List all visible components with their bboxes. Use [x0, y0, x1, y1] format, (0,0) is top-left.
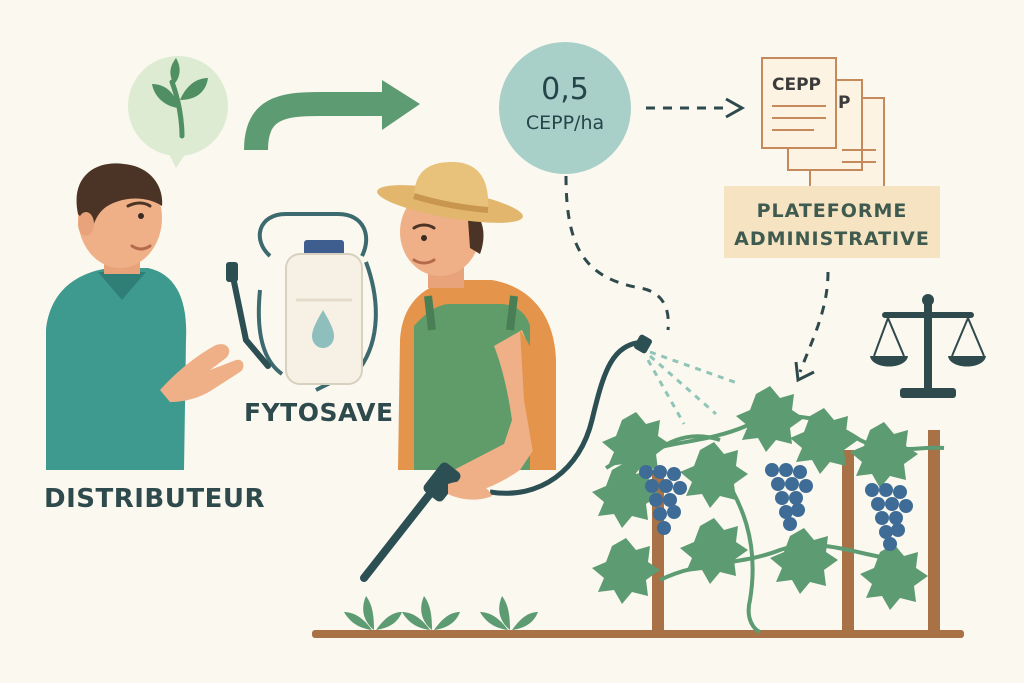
- seedlings: [344, 596, 538, 630]
- grapevine-icon: [592, 386, 945, 634]
- arrowhead: [725, 97, 746, 119]
- sprayer-tank-icon: [226, 212, 378, 392]
- curved-arrow-icon: [244, 80, 420, 151]
- distributor-label: DISTRIBUTEUR: [44, 484, 265, 514]
- grape-cluster: [865, 483, 913, 551]
- rate-circle: [499, 42, 631, 174]
- farmer-person: [377, 162, 556, 496]
- arrowhead: [794, 361, 815, 383]
- document-tag-partial: P: [838, 93, 851, 113]
- ground-line: [312, 630, 964, 638]
- scales-icon: [870, 294, 986, 398]
- rate-value: 0,5: [541, 72, 589, 107]
- document-tag: CEPP: [772, 75, 822, 95]
- grape-cluster: [765, 463, 813, 531]
- distributor-person: [46, 163, 244, 470]
- dashed-connectors: [564, 106, 830, 373]
- platform-label-line2: ADMINISTRATIVE: [734, 228, 930, 250]
- rate-unit: CEPP/ha: [525, 112, 605, 134]
- spray-mist: [646, 350, 741, 425]
- product-label: FYTOSAVE: [244, 398, 394, 427]
- document-stack-icon: [761, 57, 885, 189]
- leaf-speech-bubble-icon: [128, 56, 228, 168]
- droplet-icon: [312, 310, 334, 348]
- platform-label-line1: PLATEFORME: [756, 200, 908, 222]
- grape-cluster: [639, 465, 687, 535]
- platform-box: [724, 186, 940, 258]
- spray-lance: [360, 334, 652, 582]
